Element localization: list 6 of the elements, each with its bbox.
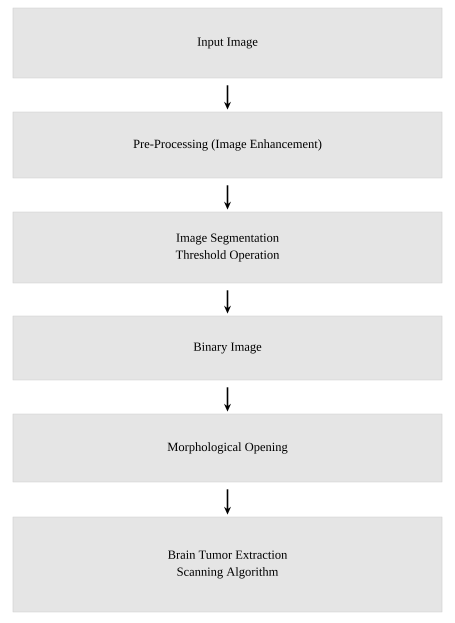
- process-box: Pre-Processing (Image Enhancement): [12, 112, 442, 178]
- process-box: Brain Tumor Extraction Scanning Algorithm: [12, 516, 442, 612]
- process-box: Morphological Opening: [12, 414, 442, 482]
- process-box: Input Image: [12, 8, 442, 78]
- process-box: Binary Image: [12, 316, 442, 380]
- process-box: Image Segmentation Threshold Operation: [12, 212, 442, 284]
